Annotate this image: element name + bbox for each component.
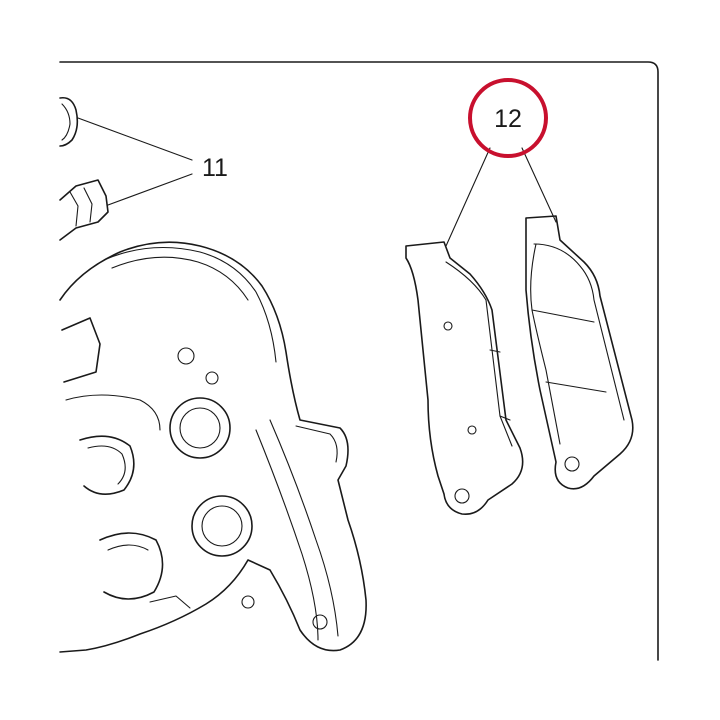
callout-12-highlight-circle — [468, 78, 548, 158]
callout-12-label: 12 — [494, 105, 522, 133]
callout-11-leaders — [77, 117, 193, 206]
callout-12-leaders — [445, 147, 557, 247]
pin-upper — [59, 96, 79, 147]
callout-11-label: 11 — [202, 154, 228, 182]
brake-pad-left — [405, 241, 524, 516]
pin-lower — [59, 179, 109, 241]
brake-caliper — [59, 241, 367, 653]
diagram-frame — [59, 61, 659, 661]
brake-pad-right — [525, 215, 634, 490]
